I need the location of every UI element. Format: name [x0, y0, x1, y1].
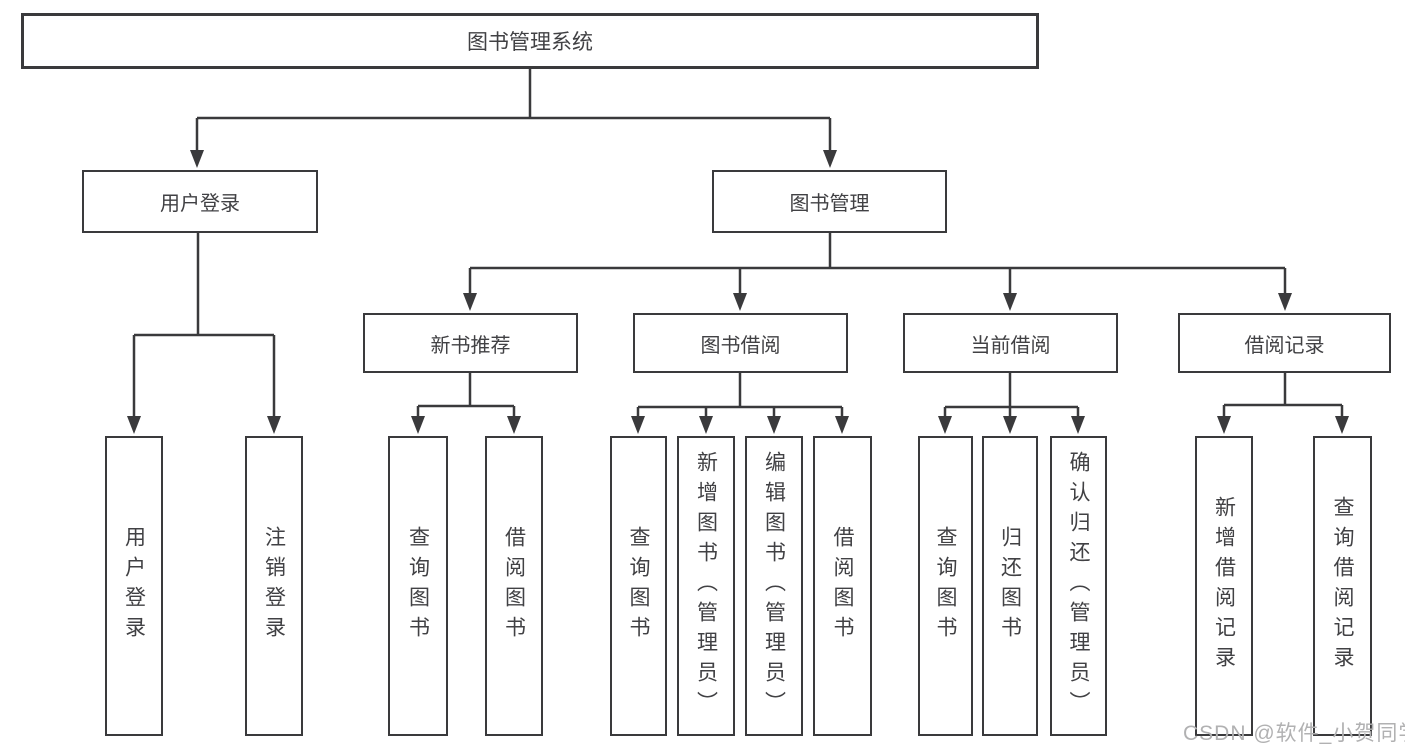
- leaf-add-books-admin: 新增图书（管理员）: [677, 436, 735, 736]
- leaf-search-books-borrowing: 查询图书: [610, 436, 667, 736]
- node-book-borrowing: 图书借阅: [633, 313, 848, 373]
- leaf-borrow-books-recommend: 借阅图书: [485, 436, 543, 736]
- node-new-book-recommend: 新书推荐: [363, 313, 578, 373]
- leaf-confirm-return-admin: 确认归还（管理员）: [1050, 436, 1107, 736]
- node-current-borrowing: 当前借阅: [903, 313, 1118, 373]
- node-borrowing-records: 借阅记录: [1178, 313, 1391, 373]
- leaf-user-login: 用户登录: [105, 436, 163, 736]
- arrowheads: [127, 150, 1349, 434]
- csdn-watermark: CSDN @软件_小贺同学: [1183, 722, 1405, 745]
- leaf-search-books-recommend: 查询图书: [388, 436, 448, 736]
- node-user-login: 用户登录: [82, 170, 318, 233]
- leaf-borrow-books-borrowing: 借阅图书: [813, 436, 872, 736]
- leaf-edit-books-admin: 编辑图书（管理员）: [745, 436, 803, 736]
- leaf-search-borrow-record: 查询借阅记录: [1313, 436, 1372, 736]
- leaf-add-borrow-record: 新增借阅记录: [1195, 436, 1253, 736]
- leaf-return-books: 归还图书: [982, 436, 1038, 736]
- leaf-search-books-current: 查询图书: [918, 436, 973, 736]
- node-book-management: 图书管理: [712, 170, 947, 233]
- node-library-system: 图书管理系统: [21, 13, 1039, 69]
- leaf-logout: 注销登录: [245, 436, 303, 736]
